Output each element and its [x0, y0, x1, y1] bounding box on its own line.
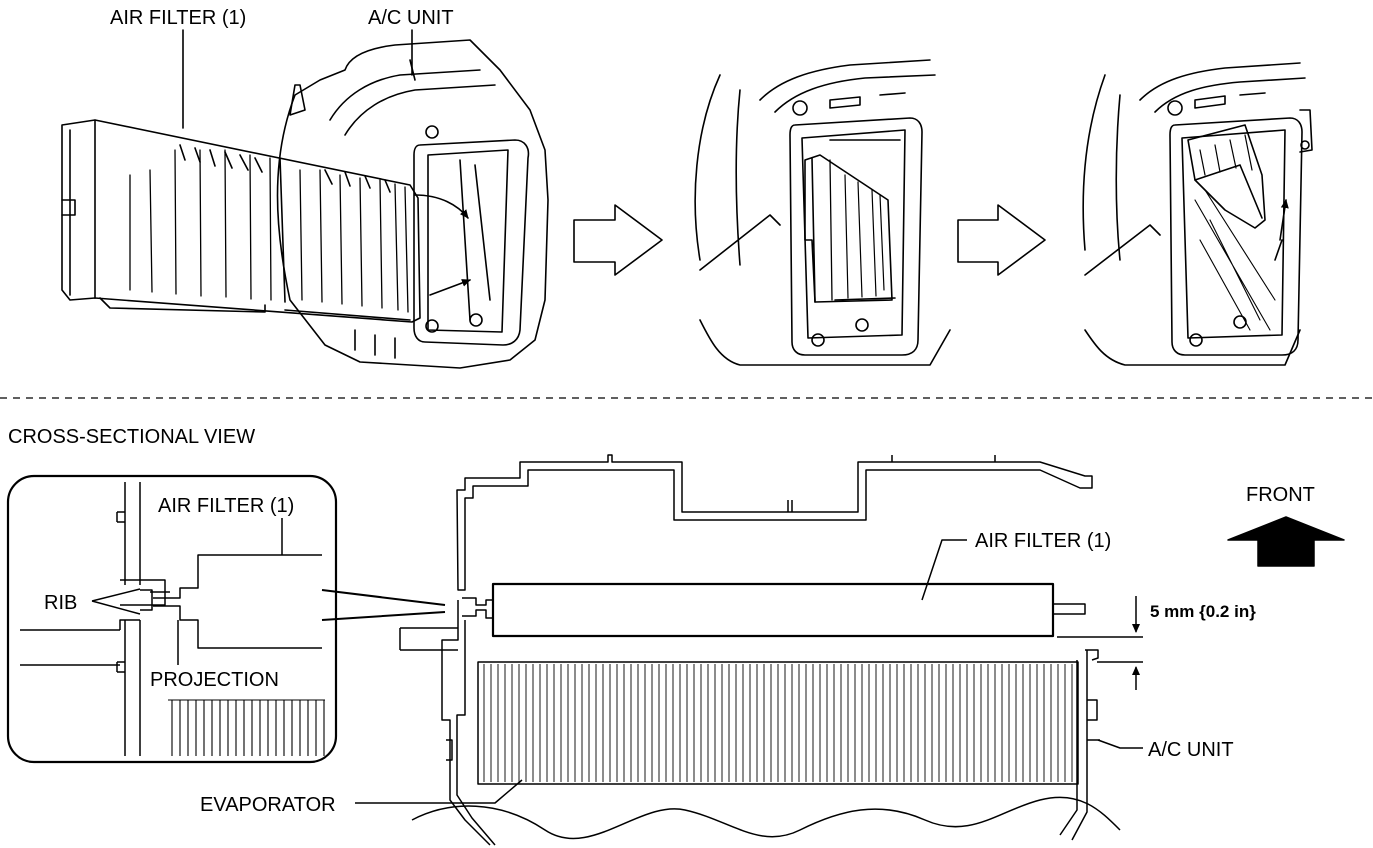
label-ac-unit: A/C UNIT	[1148, 739, 1234, 761]
ac-unit-cross-section	[399, 454, 1121, 846]
step-arrow-2	[957, 204, 1046, 276]
ac-unit-outline-2	[694, 74, 951, 366]
detail-label-air-filter: AIR FILTER (1)	[158, 495, 294, 517]
detail-label-rib: RIB	[44, 592, 77, 614]
ac-unit-outline-1	[276, 39, 549, 369]
step3-illustration	[1082, 62, 1313, 366]
step2-illustration	[694, 59, 951, 366]
detail-contents	[20, 482, 325, 756]
air-filter-1	[61, 119, 421, 323]
opening-frame-2	[789, 117, 923, 356]
opening-frame-1	[413, 139, 530, 346]
label-front: FRONT	[1246, 484, 1315, 506]
ac-unit-outline-3	[1082, 74, 1301, 366]
label-air-filter-top: AIR FILTER (1)	[110, 7, 246, 29]
air-filter-cross-section	[491, 582, 1055, 638]
label-evaporator: EVAPORATOR	[200, 794, 336, 816]
leader-evaporator	[355, 779, 523, 804]
label-clearance: 5 mm {0.2 in}	[1150, 602, 1256, 621]
label-air-filter: AIR FILTER (1)	[975, 530, 1111, 552]
evaporator-core	[477, 661, 1079, 785]
push-arrow	[1279, 199, 1289, 241]
detail-label-projection: PROJECTION	[150, 669, 279, 691]
clearance-dimension	[1057, 596, 1143, 690]
insert-arrow-upper	[414, 194, 469, 219]
cross-section-title: CROSS-SECTIONAL VIEW	[8, 426, 255, 448]
insert-arrow-lower	[429, 279, 471, 296]
evaporator-fins	[483, 664, 1073, 782]
leader-ac-unit	[1097, 739, 1143, 749]
opening-frame-3	[1169, 117, 1303, 356]
detail-evaporator-fins	[168, 699, 325, 756]
leader-air-filter	[921, 539, 967, 601]
step-arrow-1	[573, 204, 663, 276]
break-line	[411, 796, 1121, 840]
air-filter-3	[1187, 124, 1266, 229]
front-arrow	[1227, 516, 1345, 567]
step1-illustration	[61, 39, 549, 369]
air-filter-2	[804, 154, 893, 303]
filter-pleats-1	[129, 149, 409, 313]
label-ac-unit-top: A/C UNIT	[368, 7, 454, 29]
callout-pointer	[321, 589, 446, 621]
